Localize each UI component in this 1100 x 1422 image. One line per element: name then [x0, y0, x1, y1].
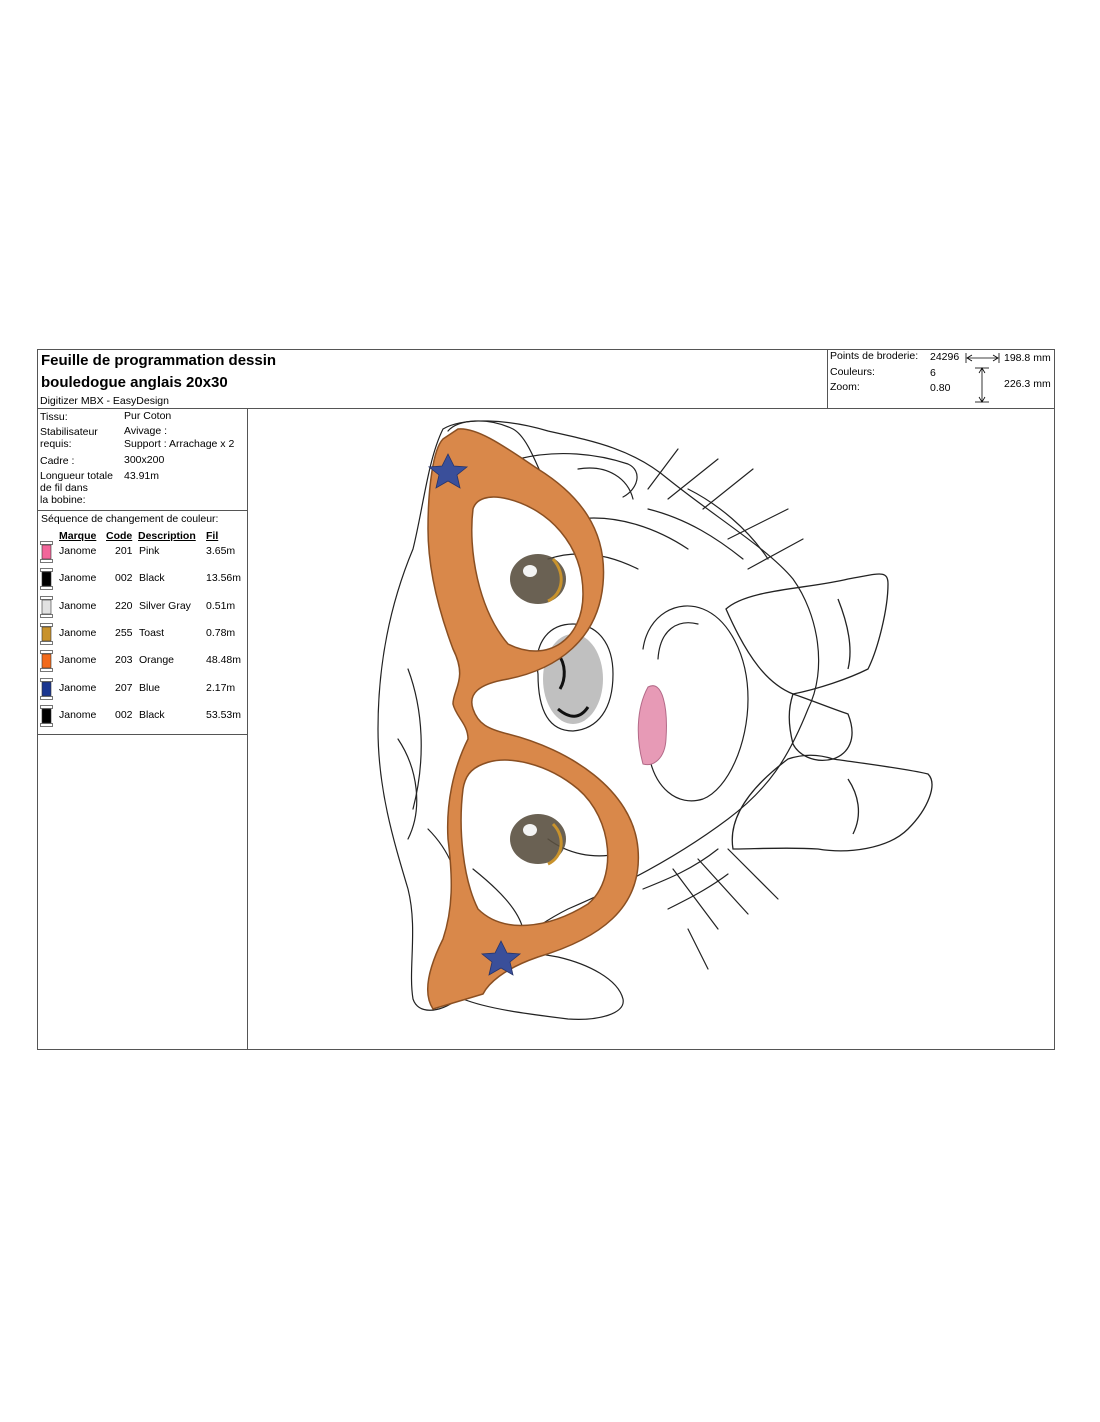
tissu-value: Pur Coton [124, 410, 172, 422]
tissu-label: Tissu: [40, 411, 68, 423]
points-value: 24296 [930, 351, 960, 363]
header-divider [38, 408, 1054, 409]
color-row-marque: Janome [59, 681, 97, 694]
longueur-value: 43.91m [124, 470, 160, 482]
tongue [637, 685, 667, 766]
color-row: Janome 203 Orange 48.48m [38, 650, 248, 681]
colors-label: Couleurs: [830, 366, 875, 378]
thread-spool-icon [40, 650, 53, 673]
color-row: Janome 207 Blue 2.17m [38, 677, 248, 709]
design-width: 198.8 mm [1004, 352, 1051, 364]
color-row: Janome 220 Silver Gray 0.51m [38, 595, 248, 627]
top-star-icon [427, 453, 469, 489]
color-row: Janome 002 Black 53.53m [38, 704, 248, 736]
stabilisateur-label: Stabilisateur requis: [40, 426, 98, 450]
color-row-marque: Janome [59, 599, 97, 612]
thread-spool-icon [40, 622, 53, 645]
bulldog-embroidery-illustration [377, 420, 933, 1020]
color-row-code: 201 [115, 545, 133, 557]
programming-sheet: Feuille de programmation dessin bouledog… [37, 349, 1055, 1050]
glasses [427, 428, 640, 1010]
thread-spool-icon [40, 568, 53, 591]
zoom-value: 0.80 [930, 382, 951, 394]
cadre-label: Cadre : [40, 455, 75, 467]
color-row-code: 002 [115, 708, 133, 721]
color-row-code: 203 [115, 654, 133, 667]
sequence-title: Séquence de changement de couleur: [41, 513, 219, 525]
color-row-description: Blue [139, 681, 161, 694]
color-row-marque: Janome [59, 545, 97, 557]
color-row-fil: 53.53m [206, 708, 242, 721]
thread-spool-icon [40, 595, 53, 618]
color-row-fil: 3.65m [206, 545, 236, 557]
sheet-title-line1: Feuille de programmation dessin [41, 352, 277, 369]
longueur-label: Longueur totale de fil dans la bobine: [40, 470, 113, 506]
color-row: Janome 002 Black 13.56m [38, 568, 248, 599]
color-row-code: 220 [115, 599, 133, 612]
thread-spool-icon [40, 541, 53, 563]
color-row-description: Black [139, 708, 165, 721]
color-row-code: 002 [115, 572, 133, 585]
color-row-marque: Janome [59, 626, 97, 639]
thread-spool-icon [40, 704, 53, 727]
color-row-description: Pink [139, 545, 160, 557]
top-eye [510, 554, 566, 604]
header-fil: Fil [206, 530, 219, 542]
stabilisateur-value-avivage: Avivage : [124, 425, 167, 437]
bottom-star-icon [480, 940, 522, 976]
points-label: Points de broderie: [830, 350, 919, 362]
dog-outline [377, 420, 820, 1020]
color-row-code: 255 [115, 626, 133, 639]
color-row-fil: 2.17m [206, 681, 236, 694]
bottom-eye [510, 814, 566, 866]
color-row-description: Silver Gray [139, 599, 191, 612]
color-row-code: 207 [115, 681, 133, 694]
color-row: Janome 201 Pink 3.65m [38, 541, 248, 572]
color-row-description: Orange [139, 654, 175, 667]
header-description: Description [138, 530, 196, 542]
stabilisateur-value-support: Support : Arrachage x 2 [124, 438, 235, 450]
design-height: 226.3 mm [1004, 378, 1051, 390]
cadre-value: 300x200 [124, 454, 165, 466]
specs-divider [38, 510, 247, 511]
sheet-title-line2: bouledogue anglais 20x30 [41, 374, 228, 391]
bow [725, 573, 933, 852]
colors-value: 6 [930, 367, 936, 379]
dimension-arrows-icon [965, 353, 1000, 403]
color-row-description: Black [139, 572, 165, 585]
zoom-label: Zoom: [830, 381, 860, 393]
stats-divider [827, 350, 828, 408]
color-row-fil: 0.51m [206, 599, 236, 612]
sequence-divider [38, 734, 247, 735]
color-row-marque: Janome [59, 654, 97, 667]
embroidery-preview [248, 409, 1055, 1050]
thread-spool-icon [40, 677, 53, 700]
color-row-description: Toast [139, 626, 165, 639]
color-row-marque: Janome [59, 572, 97, 585]
color-row: Janome 255 Toast 0.78m [38, 622, 248, 654]
color-row-fil: 48.48m [206, 654, 242, 667]
software-label: Digitizer MBX - EasyDesign [40, 395, 169, 407]
header-marque: Marque [59, 530, 97, 542]
color-row-marque: Janome [59, 708, 97, 721]
color-row-fil: 13.56m [206, 572, 242, 585]
color-row-fil: 0.78m [206, 626, 236, 639]
header-code: Code [106, 530, 133, 542]
sidebar-divider [247, 408, 248, 1049]
